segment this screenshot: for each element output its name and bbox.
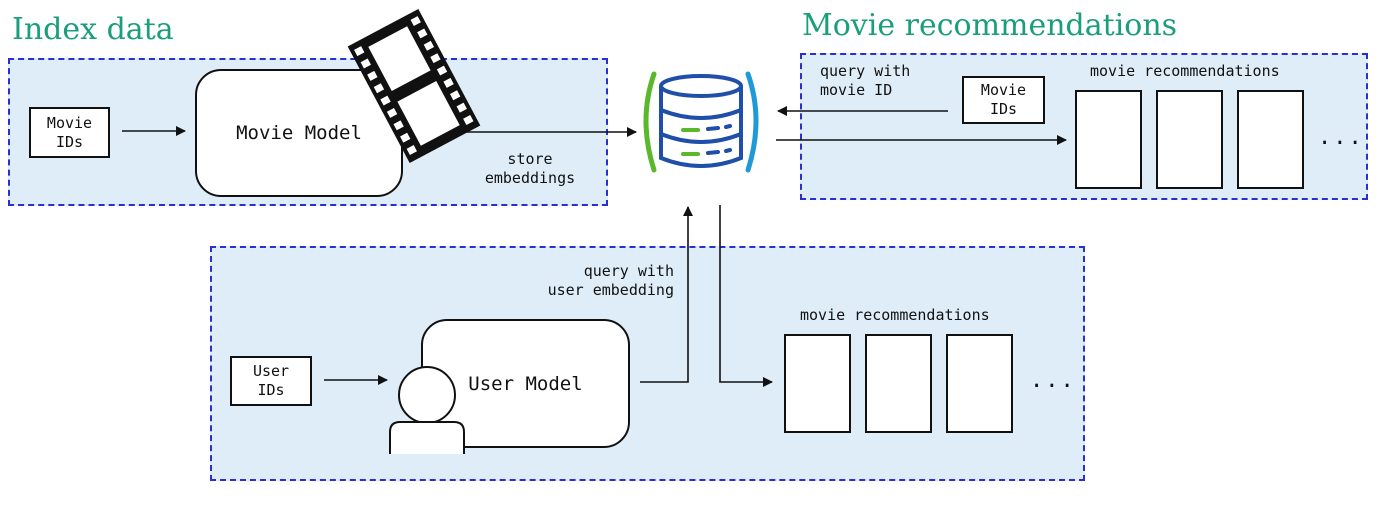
store-embeddings-label: store embeddings bbox=[484, 150, 576, 187]
recommendation-card bbox=[946, 334, 1013, 433]
movie-ids-query-label: Movie IDs bbox=[980, 81, 1027, 118]
recommendation-card bbox=[1237, 90, 1304, 189]
movie-ids-label: Movie IDs bbox=[46, 113, 93, 151]
movie-recommendations-label-top: movie recommendations bbox=[1090, 62, 1280, 80]
film-strip-icon bbox=[347, 8, 481, 164]
user-ids-input-box: User IDs bbox=[230, 356, 312, 406]
query-with-user-embedding-label: query with user embedding bbox=[547, 262, 674, 299]
more-recommendations-ellipsis: ... bbox=[1030, 368, 1076, 393]
movie-recommendations-label-bottom: movie recommendations bbox=[800, 306, 990, 324]
recommendation-card bbox=[865, 334, 932, 433]
movie-recommendations-heading: Movie recommendations bbox=[802, 8, 1178, 43]
user-query-region bbox=[210, 246, 1085, 481]
movie-model-label: Movie Model bbox=[236, 122, 362, 144]
vector-database-icon bbox=[643, 71, 759, 173]
user-model-label: User Model bbox=[468, 372, 583, 395]
person-icon bbox=[389, 366, 465, 454]
recommendation-card bbox=[784, 334, 851, 433]
recommendation-card bbox=[1156, 90, 1223, 189]
user-ids-label: User IDs bbox=[252, 362, 290, 399]
arrow-db-to-user-recommendations bbox=[719, 205, 773, 387]
more-recommendations-ellipsis: ... bbox=[1318, 125, 1364, 150]
query-with-movie-id-label: query with movie ID bbox=[820, 62, 911, 99]
movie-ids-input-box: Movie IDs bbox=[29, 107, 110, 158]
recommendation-card bbox=[1075, 90, 1142, 189]
arrow-user-embedding-query bbox=[640, 206, 693, 383]
index-data-heading: Index data bbox=[12, 12, 174, 47]
movie-ids-query-box: Movie IDs bbox=[962, 76, 1045, 124]
